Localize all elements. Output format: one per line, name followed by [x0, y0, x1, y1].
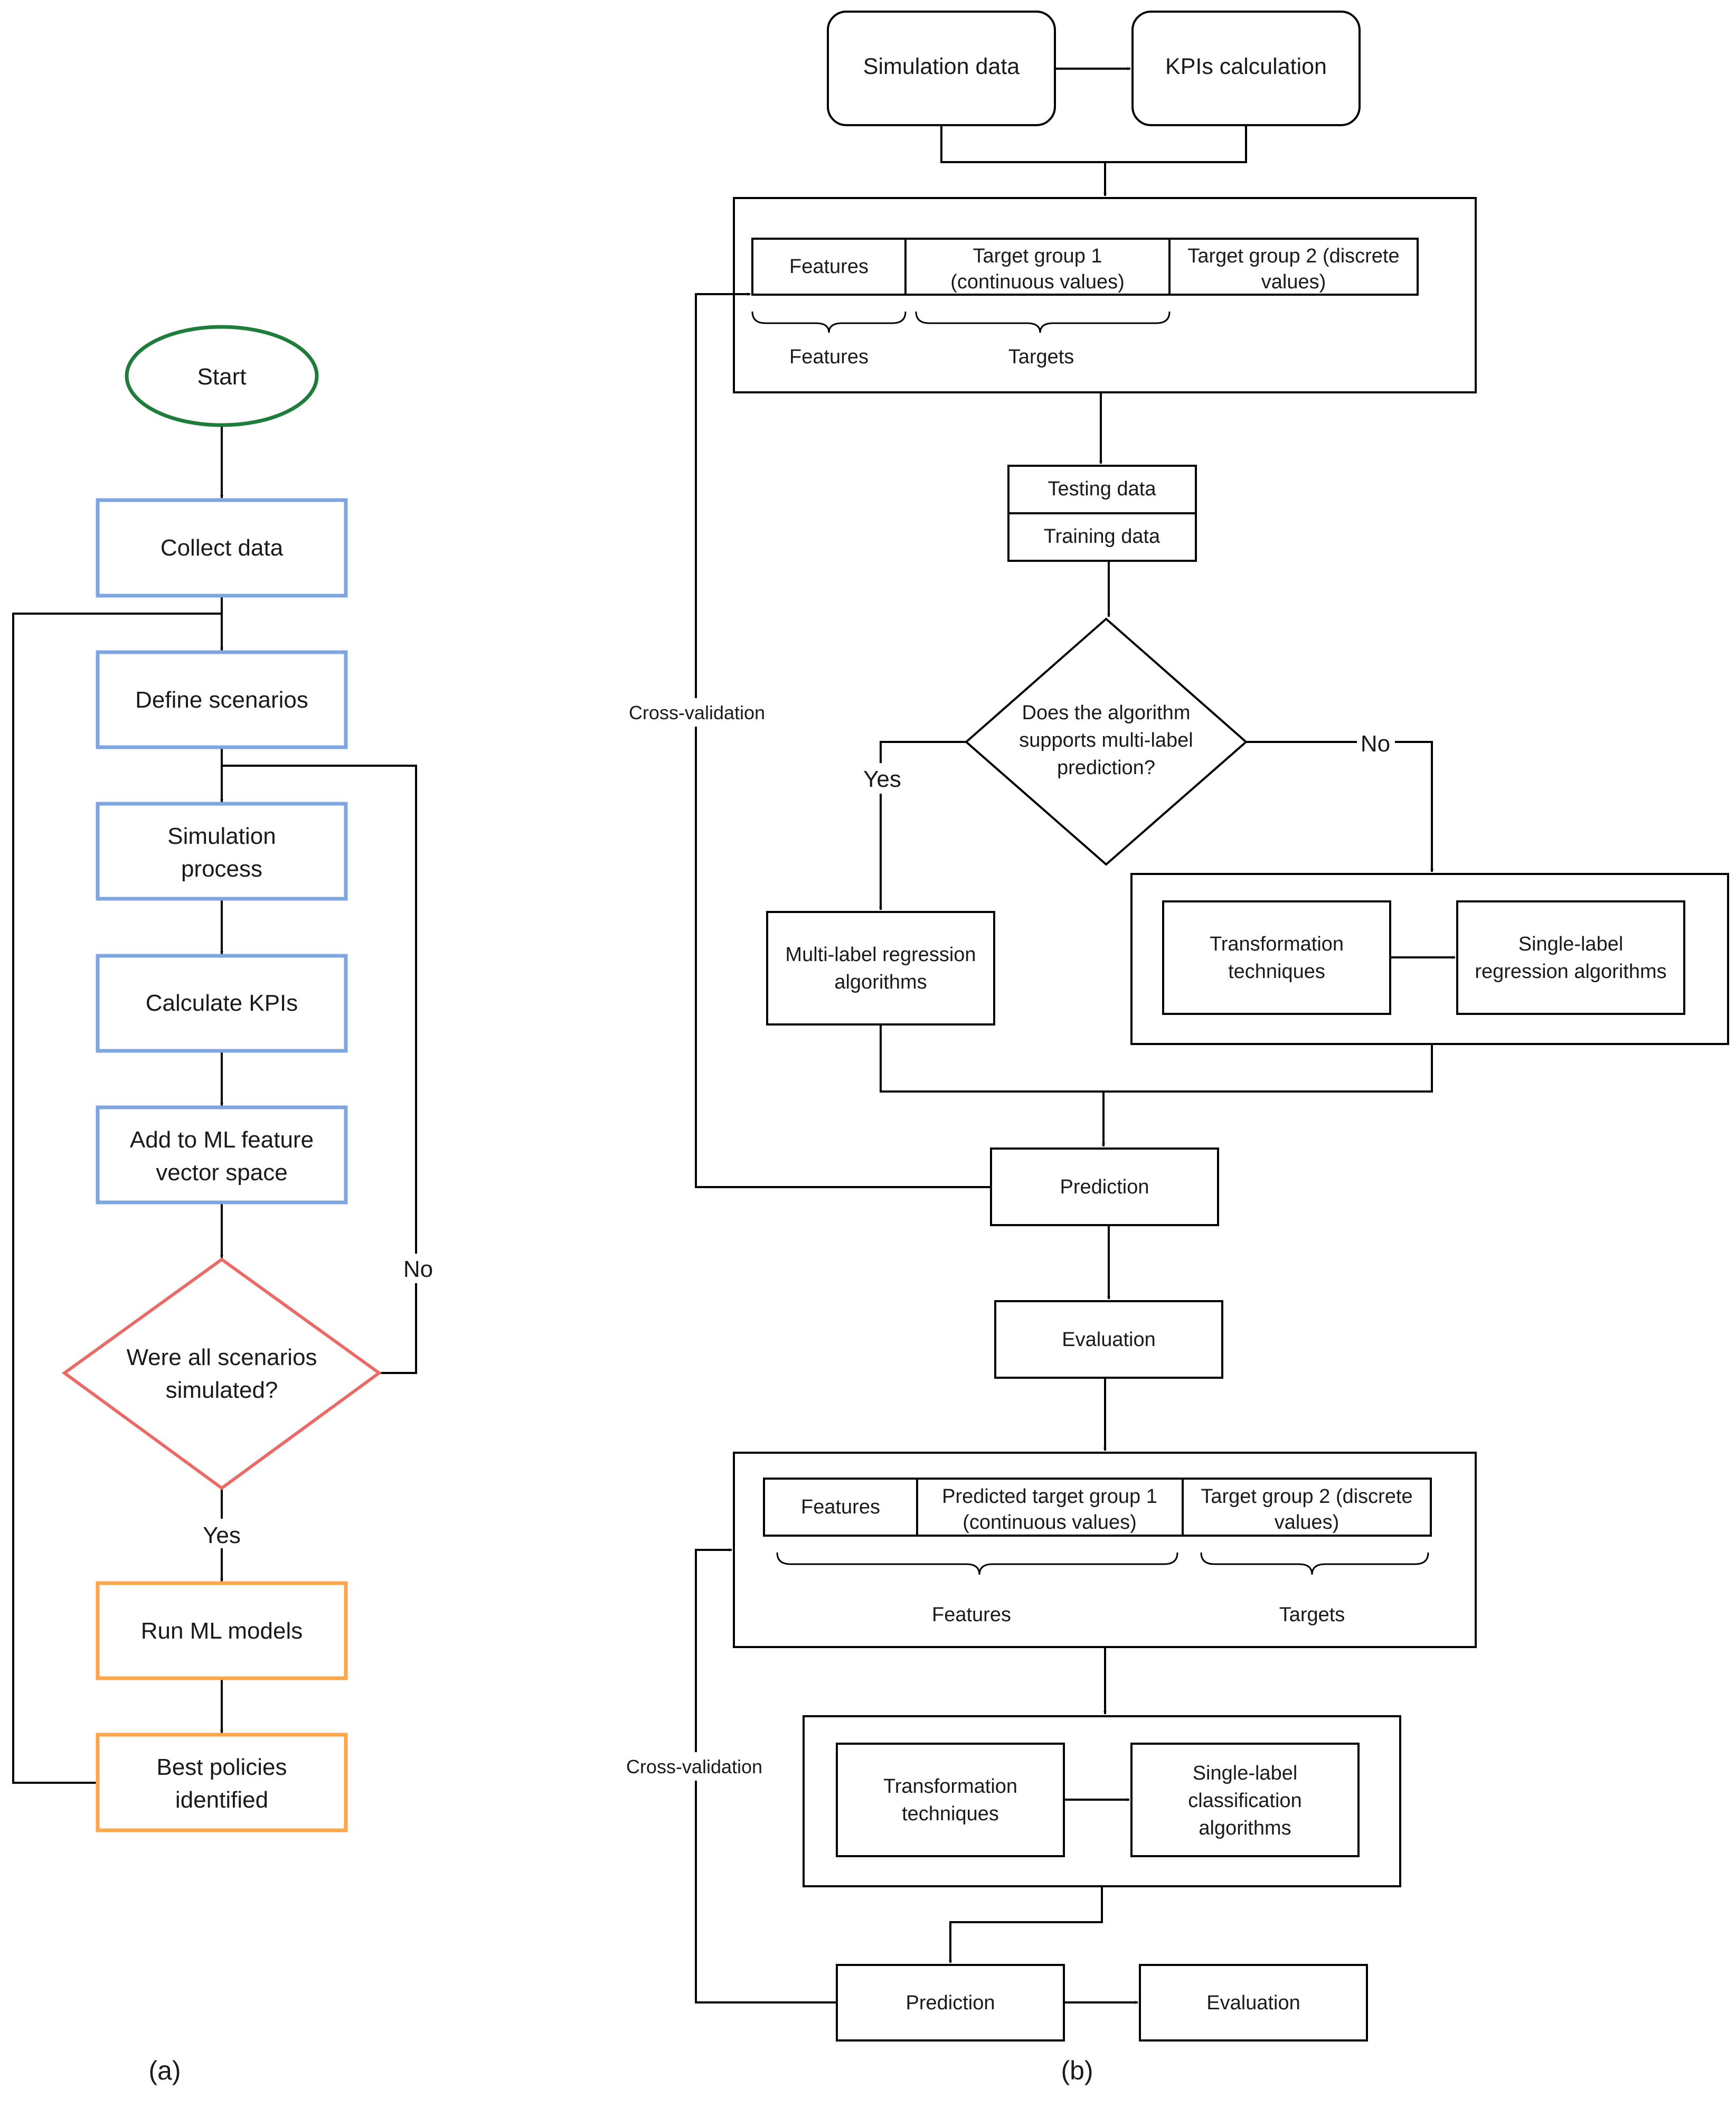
- node-simulation-data-label: Simulation data: [863, 54, 1020, 79]
- node-add-feature: Add to ML feature vector space: [96, 1105, 348, 1205]
- single-label-classification-line1: Single-label: [1193, 1762, 1298, 1784]
- node-multi-label: Multi-label regression algorithms: [766, 911, 995, 1026]
- node-evaluation-1: Evaluation: [994, 1300, 1223, 1379]
- node-start-label: Start: [197, 364, 247, 390]
- transformation-2-line2: techniques: [902, 1803, 999, 1825]
- table2-features: Features: [801, 1496, 880, 1518]
- table2-brace-targets: [1200, 1552, 1429, 1575]
- table2-target1-line2: (continuous values): [963, 1511, 1137, 1534]
- edge-merge-top: [940, 125, 1247, 163]
- evaluation-1-label: Evaluation: [1062, 1329, 1155, 1351]
- testing-data-label: Testing data: [1048, 478, 1157, 500]
- node-simulation-process-line2: process: [181, 856, 262, 882]
- edge-cross-validation-1: [695, 293, 991, 1188]
- node-calculate-kpis: Calculate KPIs: [96, 954, 348, 1053]
- node-evaluation-2: Evaluation: [1139, 1964, 1368, 2042]
- table1-target2-line1: Target group 2 (discrete: [1187, 245, 1399, 267]
- node-decision-a-line2: simulated?: [166, 1377, 278, 1403]
- label-no-b: No: [1361, 731, 1390, 757]
- edge-decision-no: [1246, 741, 1433, 872]
- table1-brace-features: [751, 311, 907, 333]
- edge-to-prediction-2: [949, 1886, 1103, 1963]
- node-data-split: Testing data Training data: [1007, 465, 1197, 562]
- table1-target1-line2: (continuous values): [950, 271, 1125, 293]
- table1-brace-targets-label: Targets: [1008, 346, 1074, 368]
- node-run-ml: Run ML models: [96, 1581, 348, 1680]
- node-kpis-calculation-label: KPIs calculation: [1165, 54, 1327, 79]
- multi-label-line1: Multi-label regression: [785, 944, 976, 966]
- node-decision-a-line1: Were all scenarios: [126, 1344, 317, 1370]
- decision-b-line2: supports multi-label: [1019, 729, 1193, 751]
- single-label-regression-line1: Single-label: [1518, 933, 1624, 955]
- node-kpis-calculation: KPIs calculation: [1131, 11, 1361, 126]
- node-start: Start: [125, 325, 319, 427]
- node-simulation-process: Simulation process: [96, 802, 348, 901]
- table2-container: Features Predicted target group 1 (conti…: [733, 1452, 1477, 1648]
- label-yes-b: Yes: [863, 766, 901, 792]
- table2-target1-line1: Predicted target group 1: [942, 1485, 1157, 1508]
- cross-validation-2-label: Cross-validation: [626, 1756, 762, 1777]
- node-collect-data-label: Collect data: [161, 535, 284, 561]
- table1-target1-line1: Target group 1: [973, 245, 1102, 267]
- table1-container: Features Target group 1 (continuous valu…: [733, 197, 1477, 393]
- decision-b-line3: prediction?: [1057, 757, 1155, 779]
- edge-best-loop: [12, 613, 222, 1784]
- caption-b: (b): [1061, 2056, 1093, 2085]
- table2-brace-targets-label: Targets: [1279, 1604, 1345, 1626]
- training-data-label: Training data: [1044, 525, 1161, 548]
- label-no: No: [403, 1256, 433, 1282]
- edge-decision-no-loop: [222, 765, 417, 1374]
- node-decision-a: Were all scenarios simulated?: [61, 1257, 382, 1490]
- node-simulation-data: Simulation data: [827, 11, 1056, 126]
- node-best-policies-line1: Best policies: [156, 1754, 287, 1780]
- node-add-feature-line1: Add to ML feature: [130, 1127, 314, 1153]
- caption-a: (a): [148, 2056, 181, 2085]
- node-decision-b: Does the algorithm supports multi-label …: [964, 617, 1248, 866]
- edge-decision-yes: [879, 741, 966, 910]
- transformation-1-line1: Transformation: [1210, 933, 1344, 955]
- transformation-container-1: Transformation techniques Single-label r…: [1130, 873, 1729, 1045]
- table1-features: Features: [789, 256, 869, 278]
- single-label-regression-line2: regression algorithms: [1475, 961, 1666, 983]
- table1-brace-features-label: Features: [789, 346, 869, 368]
- node-define-scenarios-label: Define scenarios: [135, 687, 308, 713]
- table2-target2-line2: values): [1275, 1511, 1339, 1534]
- multi-label-line2: algorithms: [834, 971, 927, 993]
- table2-target2-line1: Target group 2 (discrete: [1201, 1485, 1412, 1508]
- decision-b-line1: Does the algorithm: [1022, 702, 1191, 724]
- node-prediction-1: Prediction: [990, 1147, 1219, 1226]
- node-best-policies-line2: identified: [175, 1787, 268, 1813]
- table1-target2-line2: values): [1261, 271, 1326, 293]
- label-yes: Yes: [203, 1522, 241, 1548]
- node-calculate-kpis-label: Calculate KPIs: [146, 990, 298, 1016]
- transformation-container-2: Transformation techniques Single-label c…: [803, 1715, 1401, 1887]
- transformation-1-line2: techniques: [1228, 961, 1325, 983]
- table2-brace-features-label: Features: [932, 1604, 1011, 1626]
- node-run-ml-label: Run ML models: [141, 1618, 303, 1644]
- node-prediction-2: Prediction: [836, 1964, 1065, 2042]
- node-best-policies: Best policies identified: [96, 1733, 348, 1832]
- transformation-2-line1: Transformation: [883, 1775, 1017, 1798]
- panel-a: No Yes Start Collect data Define scenari…: [12, 325, 433, 2085]
- single-label-classification-line2: classification: [1188, 1790, 1301, 1812]
- table2-brace-features: [776, 1552, 1178, 1575]
- edge-multi-merge: [880, 1024, 1103, 1093]
- evaluation-2-label: Evaluation: [1206, 1992, 1300, 2014]
- node-add-feature-line2: vector space: [156, 1160, 287, 1186]
- cross-validation-1-label: Cross-validation: [629, 702, 765, 723]
- node-collect-data: Collect data: [96, 498, 348, 598]
- prediction-2-label: Prediction: [906, 1992, 995, 2014]
- table1-brace-targets: [915, 311, 1171, 333]
- node-simulation-process-line1: Simulation: [167, 823, 276, 849]
- edge-transform-merge: [1103, 1044, 1433, 1093]
- node-define-scenarios: Define scenarios: [96, 650, 348, 749]
- single-label-classification-line3: algorithms: [1199, 1817, 1291, 1839]
- prediction-1-label: Prediction: [1060, 1176, 1149, 1198]
- panel-b: Simulation data KPIs calculation Feature…: [618, 11, 1729, 2085]
